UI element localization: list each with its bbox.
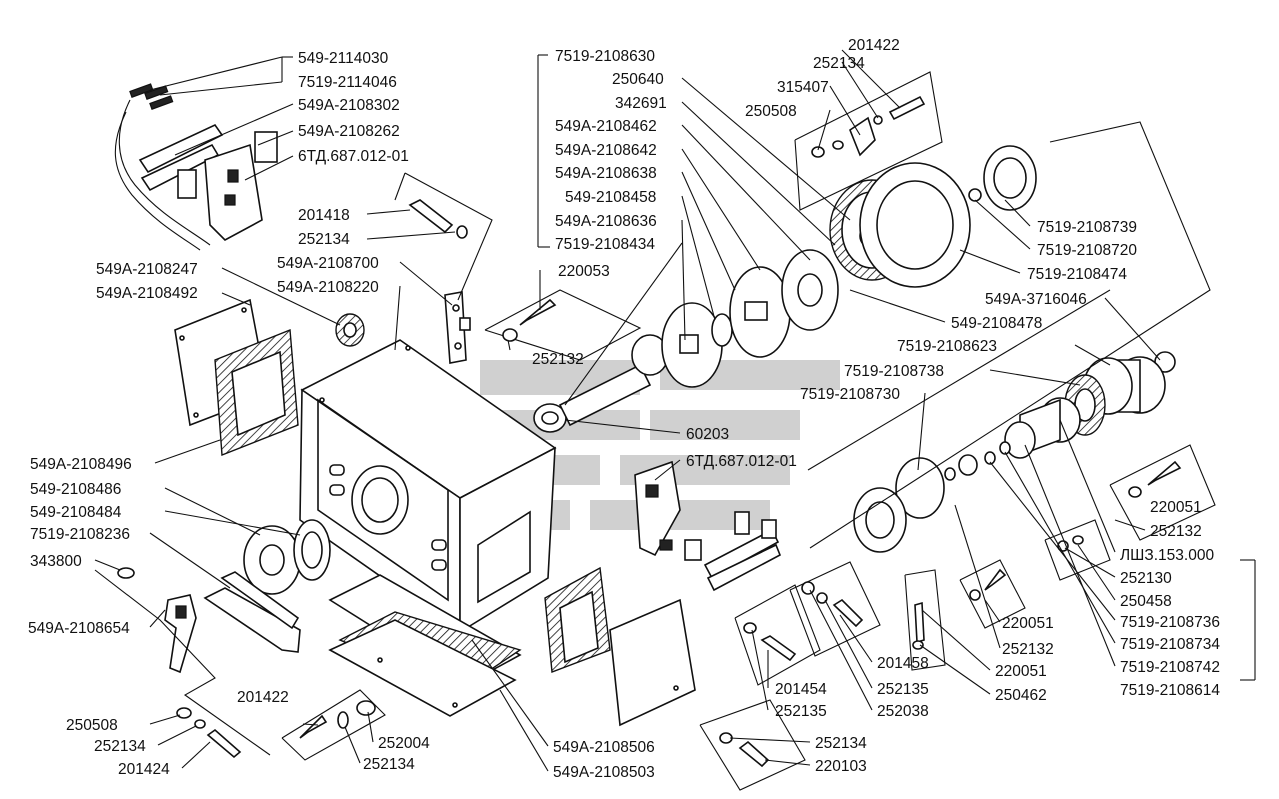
part-label: 201424 [118,761,170,778]
part-label: 252135 [877,681,929,698]
part-label: 250462 [995,687,1047,704]
part-label: 549А-2108220 [277,279,379,296]
part-label: 7519-2108434 [555,236,655,253]
part-label: 549А-2108462 [555,118,657,135]
part-label: 549А-2108262 [298,123,400,140]
part-label: 549А-2108654 [28,620,130,637]
part-label: 7519-2108730 [800,386,900,403]
part-label: 252132 [1150,523,1202,540]
part-label: 201454 [775,681,827,698]
part-label: 549А-2108642 [555,142,657,159]
part-label: 250508 [745,103,797,120]
part-label: 201422 [848,37,900,54]
part-label: 252132 [1002,641,1054,658]
part-label: 549А-2108636 [555,213,657,230]
part-label: 7519-2108734 [1120,636,1220,653]
part-label: 549А-2108638 [555,165,657,182]
part-label: 7519-2114046 [298,74,397,91]
part-label: 549А-2108492 [96,285,198,302]
part-label: 201422 [237,689,289,706]
part-label: 7519-2108474 [1027,266,1127,283]
part-label: 549А-2108503 [553,764,655,781]
part-label: 220053 [558,263,610,280]
part-label: 7519-2108236 [30,526,130,543]
part-label: 7519-2108614 [1120,682,1220,699]
part-label: 250640 [612,71,664,88]
parts-drawing [94,71,1216,791]
part-label: 342691 [615,95,667,112]
part-label: 7519-2108736 [1120,614,1220,631]
part-label: 549А-2108700 [277,255,379,272]
part-label: 252134 [815,735,867,752]
part-label: 549-2108486 [30,481,121,498]
part-label: 250458 [1120,593,1172,610]
part-label: 220051 [995,663,1047,680]
part-label: 60203 [686,426,729,443]
part-label: 7519-2108738 [844,363,944,380]
part-label: 549А-2108506 [553,739,655,756]
part-label: 7519-2108739 [1037,219,1137,236]
part-label: 549А-3716046 [985,291,1087,308]
part-label: 549-2108478 [951,315,1042,332]
part-label: 7519-2108720 [1037,242,1137,259]
part-label: 343800 [30,553,82,570]
part-label: 220051 [1002,615,1054,632]
part-label: 7519-2108623 [897,338,997,355]
part-label: 549А-2108247 [96,261,198,278]
part-label: 252135 [775,703,827,720]
part-label: 220103 [815,758,867,775]
part-label: 252134 [363,756,415,773]
part-label: 7519-2108742 [1120,659,1220,676]
part-label: 252004 [378,735,430,752]
leader-lines [94,49,1256,772]
part-label: 252134 [94,738,146,755]
part-label: ЛШЗ.153.000 [1120,547,1214,564]
callout-labels: 549-2114030 7519-2114046 549А-2108302 54… [28,37,1220,781]
part-label: 252132 [532,351,584,368]
part-label: 549-2114030 [298,50,389,67]
part-label: 549-2108484 [30,504,122,521]
part-label: 252134 [813,55,865,72]
part-label: 315407 [777,79,829,96]
part-label: 252038 [877,703,929,720]
part-label: 252134 [298,231,350,248]
part-label: 549А-2108302 [298,97,400,114]
part-label: 6ТД.687.012-01 [686,453,797,470]
part-label: 201458 [877,655,929,672]
part-label: 250508 [66,717,118,734]
part-label: 6ТД.687.012-01 [298,148,409,165]
part-label: 220051 [1150,499,1202,516]
part-label: 549А-2108496 [30,456,132,473]
part-label: 201418 [298,207,350,224]
part-label: 549-2108458 [565,189,656,206]
part-label: 7519-2108630 [555,48,655,65]
part-label: 252130 [1120,570,1172,587]
